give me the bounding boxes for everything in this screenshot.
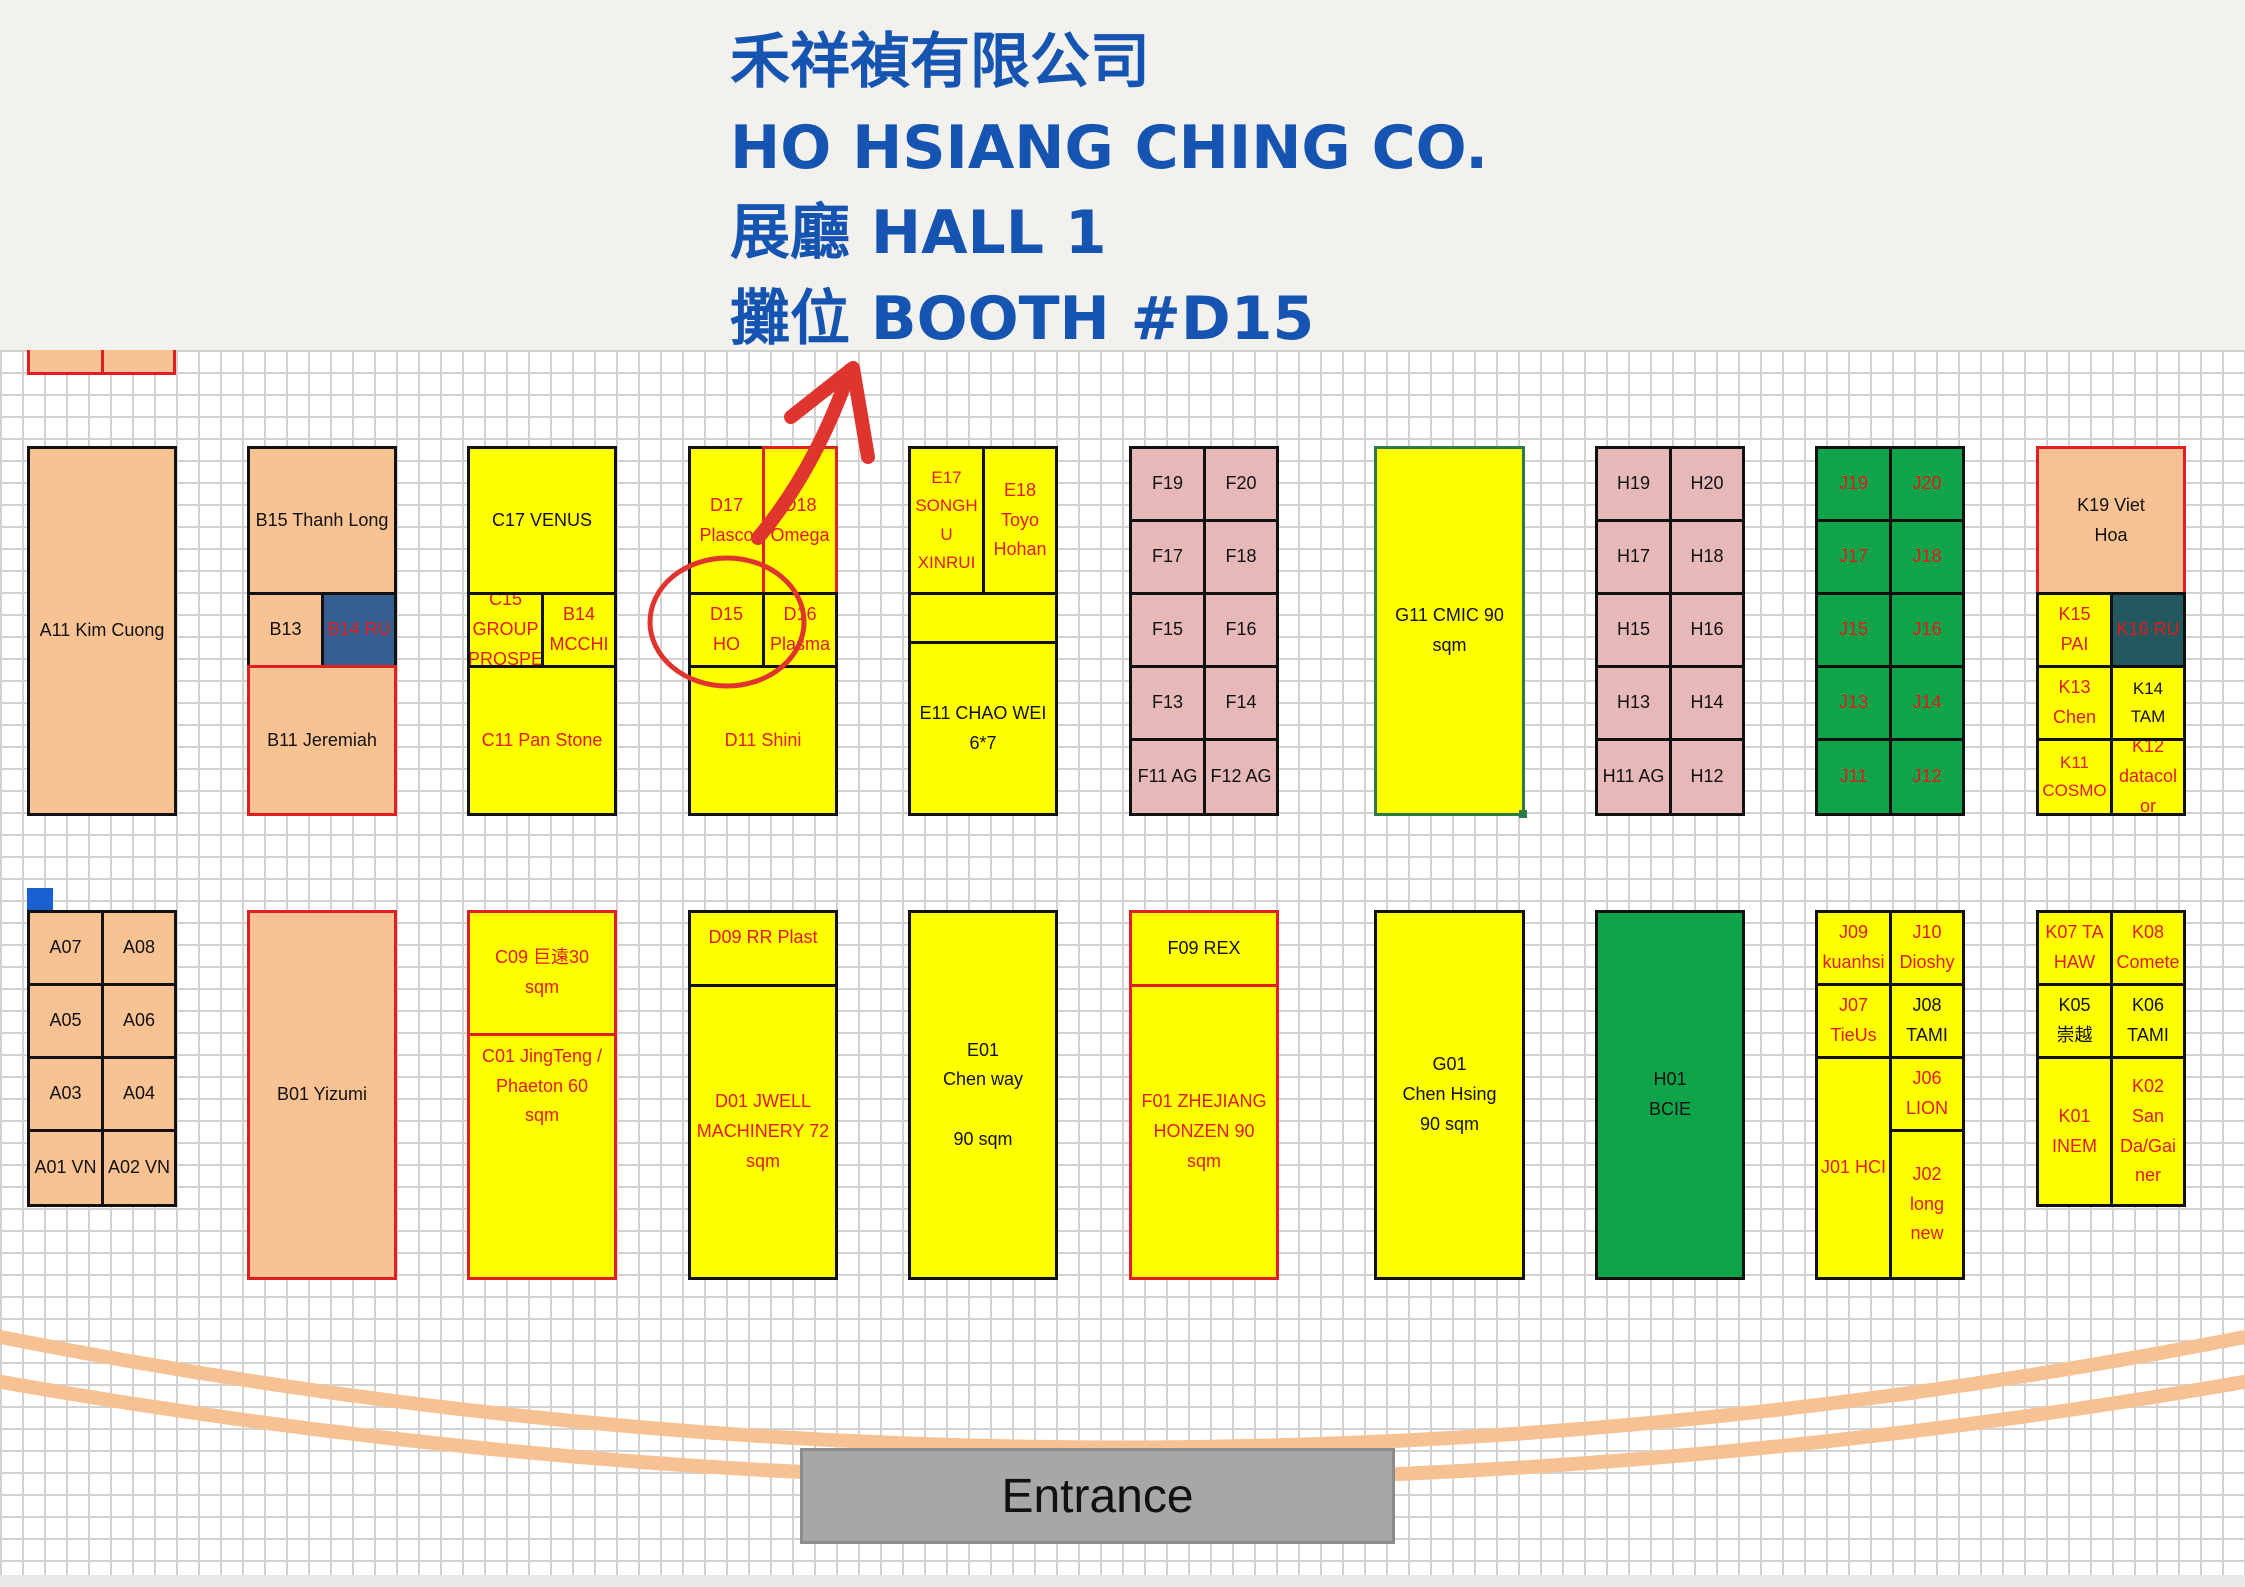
company-name-english: HO HSIANG CHING CO.	[730, 113, 1489, 183]
booth-e11[interactable]: E11 CHAO WEI 6*7	[908, 641, 1058, 816]
highlight-circle	[647, 555, 807, 689]
booth-j12[interactable]: J12	[1889, 738, 1965, 816]
partial-booth-left	[27, 350, 104, 375]
header-banner: 禾祥禎有限公司 HO HSIANG CHING CO. 展廳 HALL 1 攤位…	[0, 0, 2245, 350]
booth-e01[interactable]: E01 Chen way 90 sqm	[908, 910, 1058, 1280]
booth-j02[interactable]: J02 long new	[1889, 1129, 1965, 1280]
booth-a06[interactable]: A06	[101, 983, 177, 1059]
booth-h15[interactable]: H15	[1595, 592, 1672, 668]
booth-j10[interactable]: J10 Dioshy	[1889, 910, 1965, 986]
booth-d15[interactable]: D15 HO	[688, 592, 765, 668]
booth-d11[interactable]: D11 Shini	[688, 665, 838, 816]
hall-label: 展廳 HALL 1	[730, 198, 1107, 268]
booth-a02[interactable]: A02 VN	[101, 1129, 177, 1207]
booth-k15[interactable]: K15 PAI	[2036, 592, 2113, 668]
booth-d16[interactable]: D16 Plasma	[762, 592, 838, 668]
booth-j11[interactable]: J11	[1815, 738, 1892, 816]
booth-j08[interactable]: J08 TAMI	[1889, 983, 1965, 1059]
booth-h12[interactable]: H12	[1669, 738, 1745, 816]
booth-c17[interactable]: C17 VENUS	[467, 446, 617, 595]
arrow-icon-head	[784, 361, 875, 464]
booth-j18[interactable]: J18	[1889, 519, 1965, 595]
booth-c01[interactable]: C01 JingTeng / Phaeton 60 sqm	[467, 1033, 617, 1280]
booth-f16[interactable]: F16	[1203, 592, 1279, 668]
booth-k14[interactable]: K14 TAM	[2110, 665, 2186, 741]
booth-label: 攤位 BOOTH #D15	[730, 284, 1315, 354]
booth-f20[interactable]: F20	[1203, 446, 1279, 522]
booth-a08[interactable]: A08	[101, 910, 177, 986]
company-name-chinese: 禾祥禎有限公司	[730, 27, 1150, 97]
booth-f12[interactable]: F12 AG	[1203, 738, 1279, 816]
booth-a05[interactable]: A05	[27, 983, 104, 1059]
booth-k07[interactable]: K07 TA HAW	[2036, 910, 2113, 986]
booth-f14[interactable]: F14	[1203, 665, 1279, 741]
booth-e18[interactable]: E18 Toyo Hohan	[982, 446, 1058, 595]
booth-a04[interactable]: A04	[101, 1056, 177, 1132]
selection-marker	[27, 888, 53, 912]
booth-k05[interactable]: K05 崇越	[2036, 983, 2113, 1059]
booth-k02[interactable]: K02 San Da/Gai ner	[2110, 1056, 2186, 1207]
booth-j14[interactable]: J14	[1889, 665, 1965, 741]
booth-k16-ru[interactable]: K16 RU	[2110, 592, 2186, 668]
booth-h01[interactable]: H01 BCIE	[1595, 910, 1745, 1280]
booth-b15[interactable]: B15 Thanh Long	[247, 446, 397, 595]
booth-f01[interactable]: F01 ZHEJIANG HONZEN 90 sqm	[1129, 984, 1279, 1280]
booth-g11[interactable]: G11 CMIC 90 sqm	[1374, 446, 1525, 816]
booth-j15[interactable]: J15	[1815, 592, 1892, 668]
bottom-strip	[0, 1575, 2245, 1587]
booth-c11[interactable]: C11 Pan Stone	[467, 665, 617, 816]
booth-k12[interactable]: K12 datacol or	[2110, 738, 2186, 816]
entrance-label: Entrance	[800, 1448, 1395, 1544]
booth-d01[interactable]: D01 JWELL MACHINERY 72 sqm	[688, 984, 838, 1280]
booth-h11[interactable]: H11 AG	[1595, 738, 1672, 816]
booth-h16[interactable]: H16	[1669, 592, 1745, 668]
booth-b01[interactable]: B01 Yizumi	[247, 910, 397, 1280]
booth-h20[interactable]: H20	[1669, 446, 1745, 522]
booth-d09[interactable]: D09 RR Plast	[688, 910, 838, 987]
partial-booth-right	[101, 350, 176, 375]
booth-k06[interactable]: K06 TAMI	[2110, 983, 2186, 1059]
booth-k01[interactable]: K01 INEM	[2036, 1056, 2113, 1207]
booth-a11[interactable]: A11 Kim Cuong	[27, 446, 177, 816]
booth-b11[interactable]: B11 Jeremiah	[247, 665, 397, 816]
booth-k19[interactable]: K19 Viet Hoa	[2036, 446, 2186, 595]
booth-c15[interactable]: C15 GROUP PROSPE	[467, 592, 544, 668]
walkway-curve-outer	[0, 1329, 2245, 1455]
booth-f19[interactable]: F19	[1129, 446, 1206, 522]
booth-j20[interactable]: J20	[1889, 446, 1965, 522]
booth-a01[interactable]: A01 VN	[27, 1129, 104, 1207]
booth-h19[interactable]: H19	[1595, 446, 1672, 522]
booth-j07[interactable]: J07 TieUs	[1815, 983, 1892, 1059]
selection-handle	[1519, 810, 1527, 818]
arrow-icon-shaft	[751, 363, 857, 545]
booth-j17[interactable]: J17	[1815, 519, 1892, 595]
booth-k13[interactable]: K13 Chen	[2036, 665, 2113, 741]
booth-e17[interactable]: E17 SONGH U XINRUI	[908, 446, 985, 595]
booth-b13[interactable]: B13	[247, 592, 324, 668]
booth-g01[interactable]: G01 Chen Hsing 90 sqm	[1374, 910, 1525, 1280]
booth-j16[interactable]: J16	[1889, 592, 1965, 668]
